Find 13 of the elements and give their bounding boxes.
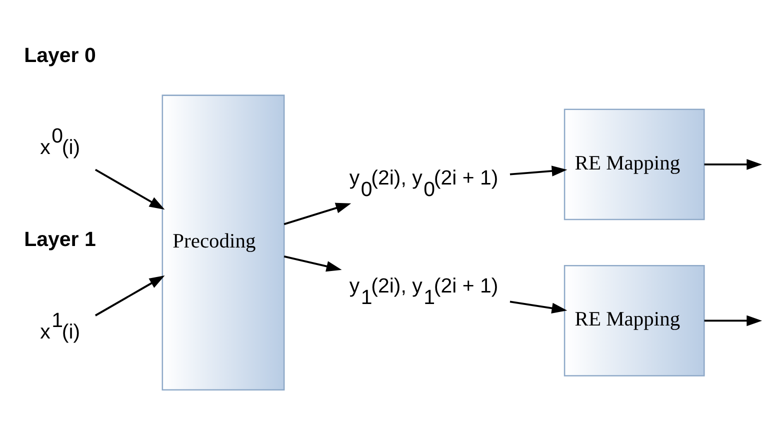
node-box: Precoding: [162, 94, 285, 390]
arrow: [704, 158, 762, 170]
arrow: [284, 255, 342, 272]
arrow: [510, 165, 568, 176]
node-box: RE Mapping: [564, 264, 705, 376]
arrow: [94, 168, 165, 210]
label: Layer 1: [24, 228, 96, 251]
label: Layer 0: [24, 43, 96, 66]
node-box: RE Mapping: [564, 108, 705, 220]
arrow: [94, 275, 165, 316]
arrow: [510, 300, 568, 314]
arrow: [704, 314, 762, 326]
arrow: [284, 202, 352, 225]
